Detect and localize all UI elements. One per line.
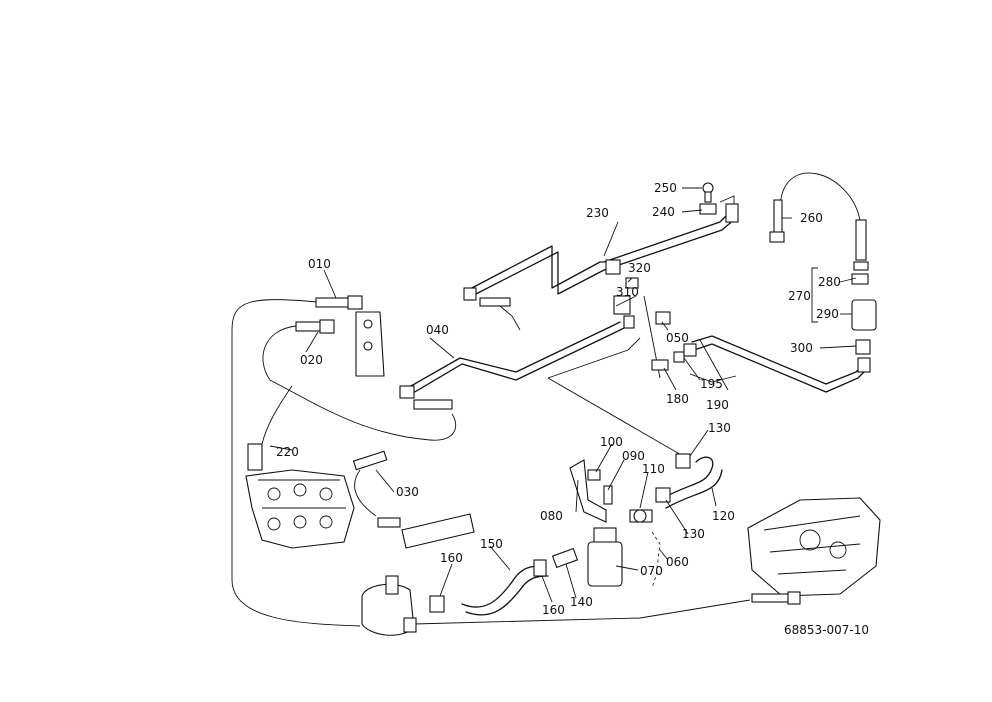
clamp-160-right xyxy=(533,559,547,577)
injection-pump xyxy=(245,469,355,549)
label-140: 140 xyxy=(570,595,593,609)
pipe-route-d xyxy=(699,339,729,391)
injector-030 xyxy=(352,450,475,549)
fitting-110 xyxy=(629,509,653,523)
label-150: 150 xyxy=(480,537,503,551)
label-240: 240 xyxy=(652,205,675,219)
label-060: 060 xyxy=(666,555,689,569)
bracket-270 xyxy=(811,267,818,323)
label-320: 320 xyxy=(628,261,651,275)
hose-020-loop xyxy=(262,325,457,441)
label-080: 080 xyxy=(540,509,563,523)
clamp-130-upper xyxy=(675,453,691,469)
label-180: 180 xyxy=(666,392,689,406)
label-020: 020 xyxy=(300,353,323,367)
hose-030-lower xyxy=(354,469,377,517)
drawing-number: 68853-007-10 xyxy=(784,623,869,637)
fitting-270 xyxy=(851,219,877,331)
fitting-220 xyxy=(247,443,263,471)
label-260: 260 xyxy=(800,211,823,225)
clamp-130-lower xyxy=(655,487,671,503)
bolt-100 xyxy=(587,469,601,481)
bracket-060 xyxy=(651,531,661,589)
fitting-230-end xyxy=(463,287,511,307)
label-090: 090 xyxy=(622,449,645,463)
bracket-080 xyxy=(569,459,607,523)
label-250: 250 xyxy=(654,181,677,195)
pipe-route-a xyxy=(547,337,641,379)
label-050: 050 xyxy=(666,331,689,345)
return-line-bottom xyxy=(413,599,751,625)
engine-block xyxy=(747,497,881,605)
label-290: 290 xyxy=(816,307,839,321)
label-195: 195 xyxy=(700,377,723,391)
pipe-route-b xyxy=(547,377,691,461)
label-280: 280 xyxy=(818,275,841,289)
hose-260 xyxy=(779,172,861,221)
fitting-050 xyxy=(655,311,671,325)
fitting-040-end xyxy=(399,385,453,410)
banjo-240 xyxy=(699,203,739,223)
tank-fitting xyxy=(361,575,417,636)
bolt-250 xyxy=(702,182,714,203)
pipe-230 xyxy=(467,211,737,297)
label-120: 120 xyxy=(712,509,735,523)
joint-300 xyxy=(855,339,871,373)
hose-220 xyxy=(261,385,293,445)
label-230: 230 xyxy=(586,206,609,220)
label-220: 220 xyxy=(276,445,299,459)
hose-120 xyxy=(659,456,723,509)
fitting-140 xyxy=(551,547,579,569)
nozzle-260 xyxy=(769,199,785,243)
label-310: 310 xyxy=(616,285,639,299)
label-100: 100 xyxy=(600,435,623,449)
label-110: 110 xyxy=(642,462,665,476)
pipe-bend-230 xyxy=(499,305,521,331)
nozzle-020 xyxy=(295,319,335,334)
label-070: 070 xyxy=(640,564,663,578)
label-160-left: 160 xyxy=(440,551,463,565)
label-190: 190 xyxy=(706,398,729,412)
leader-lines xyxy=(269,187,857,603)
fitting-180-190 xyxy=(651,343,697,371)
bolt-090 xyxy=(603,485,613,505)
label-030: 030 xyxy=(396,485,419,499)
label-160-right: 160 xyxy=(542,603,565,617)
nozzle-010 xyxy=(315,295,385,377)
return-hose-loop xyxy=(231,299,361,627)
label-300: 300 xyxy=(790,341,813,355)
label-270: 270 xyxy=(788,289,811,303)
filter-070 xyxy=(587,527,623,587)
label-040: 040 xyxy=(426,323,449,337)
label-130-lower: 130 xyxy=(682,527,705,541)
clamp-160-left xyxy=(429,595,445,613)
hose-150 xyxy=(461,565,549,616)
label-130-upper: 130 xyxy=(708,421,731,435)
pipe-040 xyxy=(403,321,625,397)
label-010: 010 xyxy=(308,257,331,271)
